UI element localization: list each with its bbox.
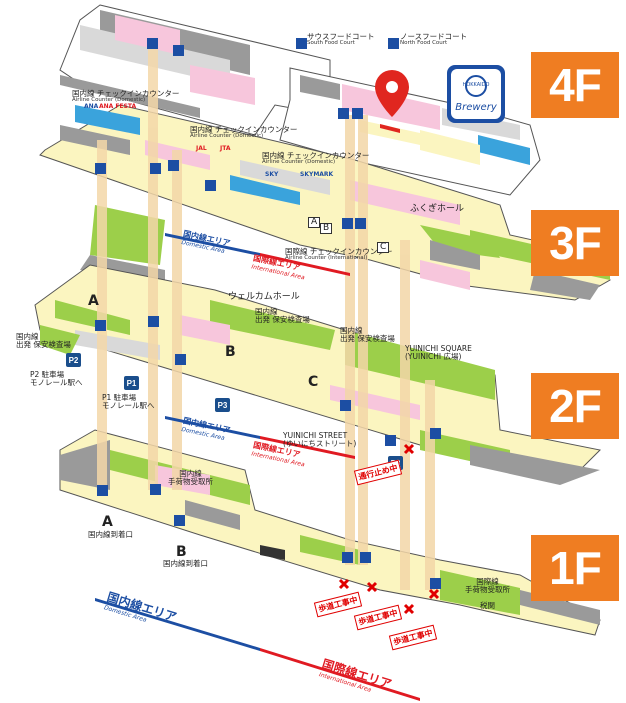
elevator-icon <box>430 578 441 589</box>
p1-label: P1 駐車場 モノレール駅へ <box>102 393 155 410</box>
airline-logo-sky: SKY <box>265 171 279 178</box>
elevator-icon <box>340 400 351 411</box>
svg-text:Brewery: Brewery <box>455 102 498 113</box>
elevator-icon <box>342 552 353 563</box>
yuinichi-square-label: YUINICHI SQUARE (YUINICHI 広場) <box>405 344 472 361</box>
closed-x-icon <box>403 603 415 615</box>
domestic-departure-label-1: 国内線 出発 保安検査場 <box>16 332 71 349</box>
airline-logo-jta: JTA <box>220 145 231 152</box>
parking-p3-badge-1[interactable]: P3 <box>215 398 230 412</box>
customs-label: 税関 <box>480 601 495 610</box>
facility-icons <box>95 38 441 589</box>
elevator-icon <box>175 354 186 365</box>
gate-3f-b[interactable]: B <box>320 223 333 235</box>
gate-3f-c[interactable]: C <box>377 242 390 254</box>
area-bands <box>95 233 420 701</box>
elevator-icon <box>385 435 396 446</box>
closed-x-icon <box>366 581 378 593</box>
domestic-arrival-a-label: 国内線到着口 <box>88 530 133 539</box>
gate-2f-b[interactable]: B <box>225 344 236 360</box>
gate-2f-a[interactable]: A <box>88 293 99 309</box>
airline-logo-ana-festa: ANA FESTA <box>99 103 137 110</box>
closed-x-icon <box>403 443 415 455</box>
floor-3f-plan <box>39 104 611 301</box>
gate-2f-c[interactable]: C <box>308 374 319 390</box>
elevator-icon <box>95 320 106 331</box>
gate-3f-a[interactable]: A <box>308 217 321 229</box>
elevator-icon <box>150 484 161 495</box>
elevator-icon <box>174 515 185 526</box>
elevator-icon <box>97 485 108 496</box>
domestic-departure-label-2: 国内線 出発 保安検査場 <box>255 307 310 324</box>
fukugi-hall-label: ふくぎホール <box>410 204 465 214</box>
elevator-icon <box>338 108 349 119</box>
parking-p2-badge[interactable]: P2 <box>66 353 81 367</box>
elevator-icon <box>148 316 159 327</box>
domestic-departure-label-3: 国内線 出発 保安検査場 <box>340 326 395 343</box>
international-baggage-label: 国際線 手荷物受取所 <box>465 577 510 594</box>
domestic-arrival-b-label: 国内線到着口 <box>163 559 208 568</box>
floor-badge-3f[interactable]: 3F <box>531 210 619 276</box>
elevator-icon <box>150 163 161 174</box>
closed-x-icon <box>428 588 440 600</box>
gate-1f-a[interactable]: A <box>102 514 113 530</box>
elevator-icon <box>168 160 179 171</box>
closed-markers <box>338 443 440 615</box>
elevator-shafts <box>97 40 435 590</box>
gate-1f-b[interactable]: B <box>176 544 187 560</box>
svg-text:HOKKAIDO: HOKKAIDO <box>463 82 490 88</box>
elevator-icon <box>388 38 399 49</box>
elevator-icon <box>360 552 371 563</box>
p2-label: P2 駐車場 モノレール駅へ <box>30 370 83 387</box>
closed-x-icon <box>338 578 350 590</box>
floor-badge-2f[interactable]: 2F <box>531 373 619 439</box>
elevator-icon <box>95 163 106 174</box>
elevator-icon <box>147 38 158 49</box>
parking-p1-badge[interactable]: P1 <box>124 376 139 390</box>
elevator-icon <box>352 108 363 119</box>
elevator-icon <box>355 218 366 229</box>
elevator-icon <box>342 218 353 229</box>
airline-logo-ana: ANA <box>84 103 99 110</box>
floor-badge-4f[interactable]: 4F <box>531 52 619 118</box>
location-pin-icon <box>375 70 409 117</box>
brewery-logo: HOKKAIDO Brewery <box>447 65 505 123</box>
airline-logo-jal: JAL <box>196 145 207 152</box>
floor-badge-1f[interactable]: 1F <box>531 535 619 601</box>
welcome-hall-label: ウェルカムホール <box>228 292 300 302</box>
airline-logo-skymark: SKYMARK <box>300 171 334 178</box>
restroom-icon <box>173 45 184 56</box>
elevator-icon <box>296 38 307 49</box>
elevator-icon <box>205 180 216 191</box>
domestic-baggage-label: 国内線 手荷物受取所 <box>168 469 213 486</box>
yuinichi-street-label: YUINICHI STREET (ゆいにちストリート) <box>283 431 357 448</box>
elevator-icon <box>430 428 441 439</box>
